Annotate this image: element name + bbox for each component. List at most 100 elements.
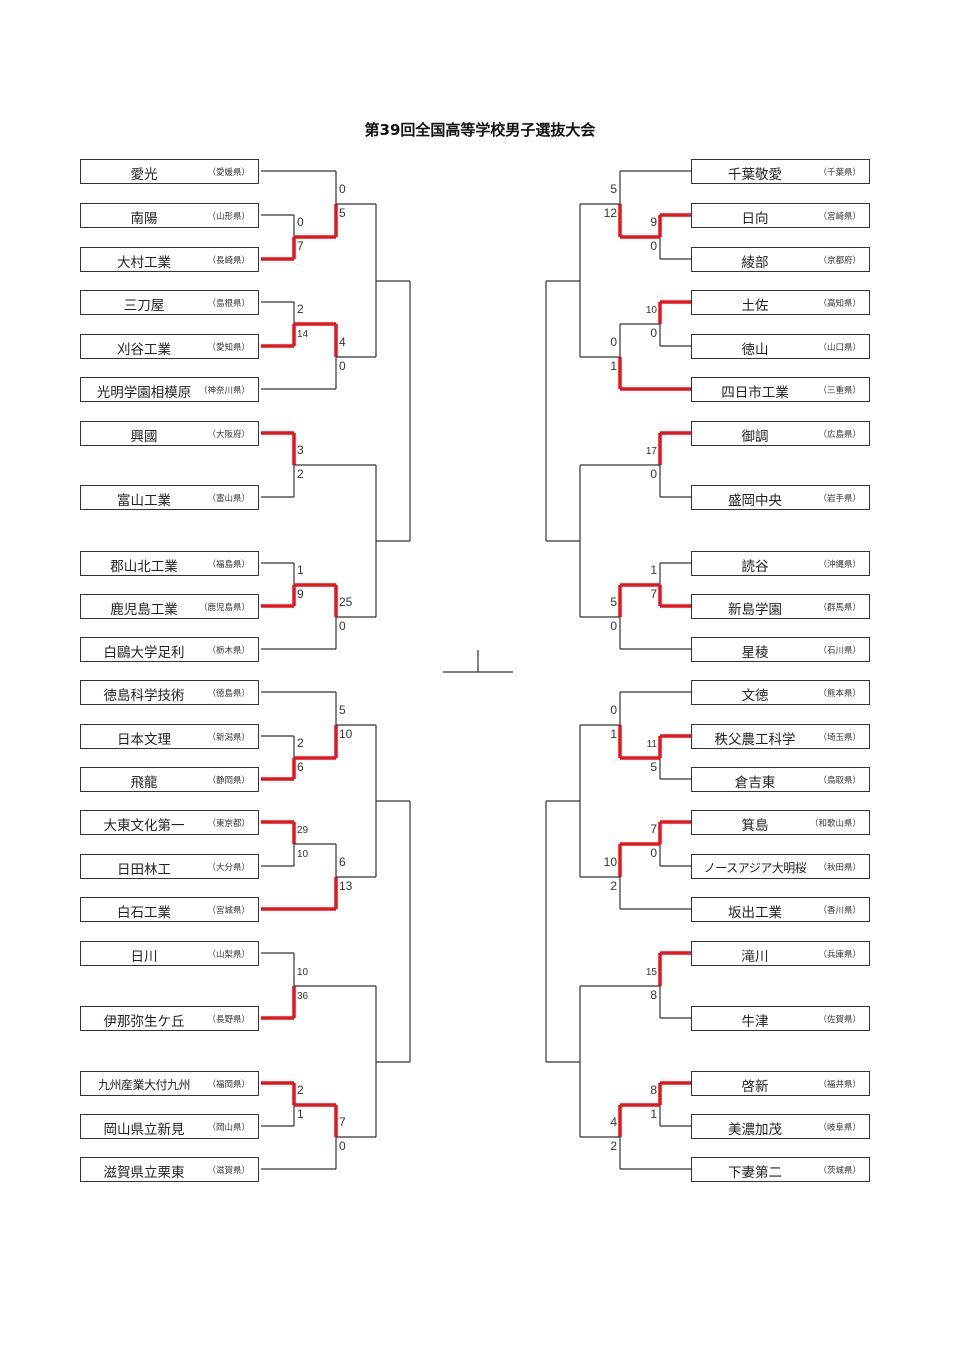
team-name: 富山工業 [117, 493, 171, 509]
team-prefecture: （徳島県） [207, 689, 250, 699]
team-prefecture: （石川県） [818, 646, 861, 656]
team-name: 千葉敬愛 [728, 167, 782, 183]
team-prefecture: （福岡県） [207, 1080, 250, 1090]
team-prefecture: （大阪府） [207, 430, 250, 440]
team-box: 南陽（山形県） [80, 203, 259, 228]
team-box: 土佐（高知県） [691, 290, 870, 315]
team-name: 綾部 [741, 255, 769, 271]
score-label: 0 [339, 359, 346, 373]
team-name: 坂出工業 [728, 905, 782, 921]
score-label: 0 [339, 619, 346, 633]
team-name: ノースアジア大明桜 [703, 861, 807, 875]
team-prefecture: （神奈川県） [198, 386, 250, 396]
team-name: 大東文化第一 [103, 818, 185, 834]
team-name: 徳島科学技術 [103, 688, 185, 704]
score-label: 0 [610, 703, 617, 717]
team-box: 星稜 （石川県） [691, 637, 870, 662]
team-box: 読谷（沖縄県） [691, 551, 870, 576]
team-box: 日向（宮崎県） [691, 203, 870, 228]
score-label: 7 [650, 587, 657, 601]
score-label: 10 [646, 305, 658, 316]
team-prefecture: （富山県） [207, 494, 250, 504]
team-prefecture: （鹿児島県） [198, 603, 250, 613]
team-prefecture: （山形県） [207, 212, 250, 222]
team-name: 興國 [130, 429, 158, 445]
team-box: 四日市工業（三重県） [691, 377, 870, 402]
team-name: 星稜 [741, 645, 769, 661]
score-label: 0 [610, 619, 617, 633]
score-label: 25 [339, 595, 353, 609]
team-box: 牛津（佐賀県） [691, 1006, 870, 1031]
team-box: 興國 （大阪府） [80, 421, 259, 446]
team-box: 光明学園相模原 （神奈川県） [80, 377, 259, 402]
team-box: 御調（広島県） [691, 421, 870, 446]
team-name: 日本文理 [117, 732, 171, 748]
team-box: 三刀屋（島根県） [80, 290, 259, 315]
team-name: 日田林工 [117, 862, 171, 878]
team-name: 刈谷工業 [117, 342, 171, 358]
team-name: 日川 [130, 949, 158, 965]
team-box: 盛岡中央（岩手県） [691, 485, 870, 510]
score-label: 5 [339, 206, 346, 220]
score-label: 0 [650, 326, 657, 340]
team-box: 飛龍（静岡県） [80, 767, 259, 792]
score-label: 4 [610, 1115, 617, 1129]
team-prefecture: （熊本県） [818, 689, 861, 699]
team-name: 御調 [741, 429, 769, 445]
team-name: 文徳 [741, 688, 769, 704]
team-name: 白鷗大学足利 [103, 645, 185, 661]
team-prefecture: （福井県） [818, 1080, 861, 1090]
team-prefecture: （群馬県） [818, 603, 861, 613]
team-name: 読谷 [741, 559, 769, 575]
team-prefecture: （和歌山県） [809, 819, 861, 829]
team-name: 三刀屋 [123, 298, 165, 314]
team-box: 富山工業 （富山県） [80, 485, 259, 510]
team-prefecture: （長野県） [207, 1015, 250, 1025]
team-box: 新島学園 （群馬県） [691, 594, 870, 619]
team-name: 愛光 [130, 167, 158, 183]
score-label: 4 [339, 335, 346, 349]
team-box: 坂出工業（香川県） [691, 897, 870, 922]
score-label: 9 [650, 215, 657, 229]
team-name: 啓新 [741, 1079, 769, 1095]
team-prefecture: （岐阜県） [818, 1123, 861, 1133]
score-label: 1 [610, 359, 617, 373]
team-box: 大村工業（長崎県） [80, 247, 259, 272]
score-label: 2 [610, 879, 617, 893]
team-name: 伊那弥生ケ丘 [103, 1014, 185, 1030]
team-box: 愛光（愛媛県） [80, 159, 259, 184]
team-name: 光明学園相模原 [96, 385, 192, 401]
team-prefecture: （茨城県） [818, 1166, 861, 1176]
team-prefecture: （兵庫県） [818, 950, 861, 960]
score-label: 9 [297, 587, 304, 601]
team-box: 大東文化第一（東京都） [80, 810, 259, 835]
team-prefecture: （新潟県） [207, 733, 250, 743]
team-box: 日本文理 （新潟県） [80, 724, 259, 749]
score-label: 6 [297, 760, 304, 774]
team-name: 滋賀県立栗東 [103, 1165, 185, 1181]
team-box: 鹿児島工業（鹿児島県） [80, 594, 259, 619]
team-prefecture: （栃木県） [207, 646, 250, 656]
score-label: 1 [610, 727, 617, 741]
score-label: 1 [297, 563, 304, 577]
score-label: 0 [610, 335, 617, 349]
score-label: 7 [339, 1115, 346, 1129]
team-box: 日田林工（大分県） [80, 854, 259, 879]
team-box: 徳島科学技術 （徳島県） [80, 680, 259, 705]
team-prefecture: （静岡県） [207, 776, 250, 786]
team-box: 千葉敬愛（千葉県） [691, 159, 870, 184]
team-prefecture: （高知県） [818, 299, 861, 309]
score-label: 10 [297, 967, 309, 978]
score-label: 0 [339, 182, 346, 196]
team-prefecture: （秋田県） [818, 863, 861, 873]
score-label: 10 [297, 849, 309, 860]
score-label: 5 [650, 760, 657, 774]
team-prefecture: （京都府） [818, 256, 861, 266]
team-box: 秩父農工科学（埼玉県） [691, 724, 870, 749]
score-label: 2 [297, 467, 304, 481]
team-name: 新島学園 [728, 602, 782, 618]
team-prefecture: （福島県） [207, 560, 250, 570]
score-label: 1 [650, 1107, 657, 1121]
team-box: 白鷗大学足利 （栃木県） [80, 637, 259, 662]
